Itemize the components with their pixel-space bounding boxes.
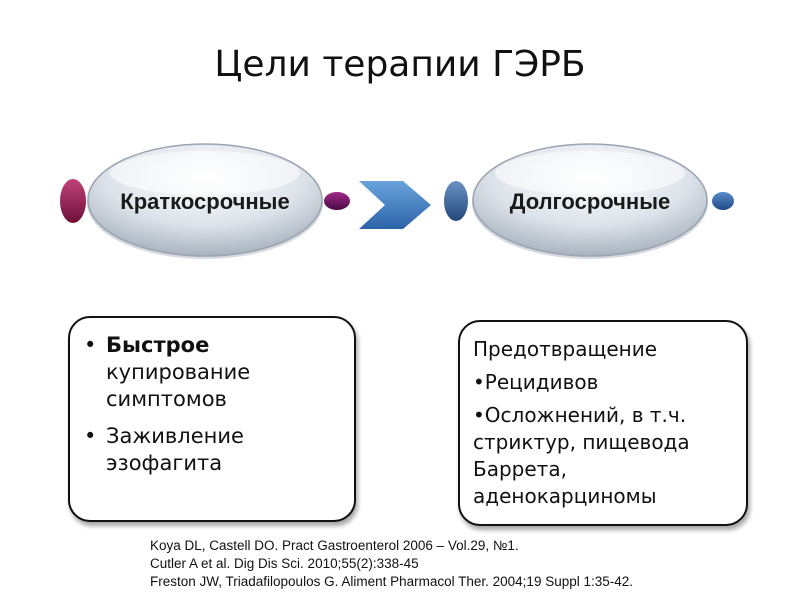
long-term-right-cap	[712, 192, 734, 210]
bullet-icon: •	[84, 424, 97, 448]
chevron-arrow-icon	[359, 181, 431, 229]
goal-item: • Заживление эзофагита	[84, 423, 344, 477]
long-term-stage-shape	[444, 143, 734, 259]
prevention-heading: Предотвращение	[473, 337, 658, 361]
prevention-item: •Осложнений, в т.ч. стриктур, пищевода Б…	[473, 403, 690, 508]
short-term-stage-shape	[60, 143, 350, 259]
goal-item-bold: Быстрое	[106, 333, 210, 357]
references: Koya DL, Castell DO. Pract Gastroenterol…	[150, 537, 633, 591]
short-term-left-cap	[60, 179, 86, 223]
long-term-goals-box: Предотвращение •Рецидивов •Осложнений, в…	[458, 320, 748, 526]
long-term-left-cap	[444, 181, 468, 221]
goal-item-text: Заживление эзофагита	[106, 424, 244, 475]
prevention-item: •Рецидивов	[473, 370, 599, 394]
short-term-goals-box: • Быстрое купирование симптомов • Заживл…	[68, 316, 356, 522]
short-term-stage: Краткосрочные	[55, 137, 355, 265]
short-term-label: Краткосрочные	[120, 189, 290, 214]
goal-item: • Быстрое купирование симптомов	[84, 332, 344, 413]
long-term-stage: Долгосрочные	[440, 137, 740, 265]
reference-item: Cutler A et al. Dig Dis Sci. 2010;55(2):…	[150, 556, 419, 571]
short-term-right-cap	[324, 192, 350, 210]
goal-item-text: купирование симптомов	[106, 360, 251, 411]
long-term-label: Долгосрочные	[509, 189, 671, 214]
slide-title: Цели терапии ГЭРБ	[214, 44, 586, 85]
reference-item: Freston JW, Triadafilopoulos G. Aliment …	[150, 574, 634, 589]
bullet-icon: •	[84, 333, 97, 357]
reference-item: Koya DL, Castell DO. Pract Gastroenterol…	[150, 538, 519, 553]
